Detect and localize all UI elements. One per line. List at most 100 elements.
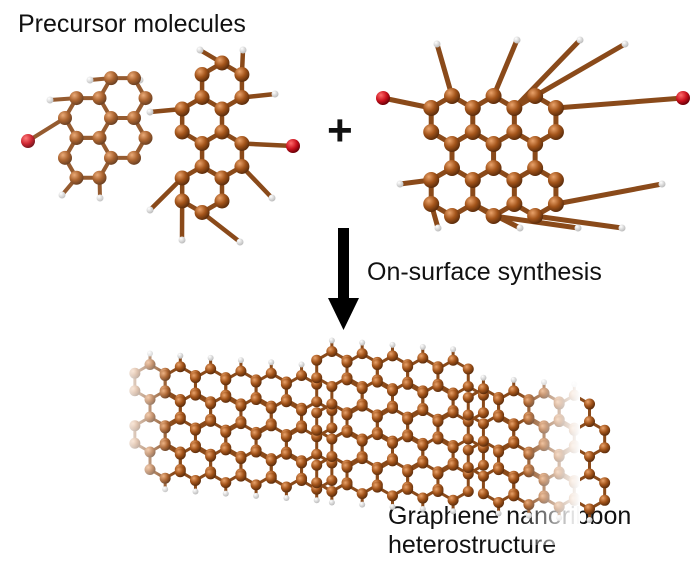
carbon-atom xyxy=(265,420,277,432)
carbon-atom xyxy=(127,150,141,165)
carbon-atom xyxy=(194,67,210,82)
carbon-atom xyxy=(477,435,489,447)
carbon-atom xyxy=(477,418,489,430)
hydrogen-atom xyxy=(586,517,593,524)
carbon-atom xyxy=(485,136,502,152)
carbon-atom xyxy=(311,424,323,436)
carbon-atom xyxy=(311,407,323,419)
hydrogen-atom xyxy=(146,108,154,116)
carbon-atom xyxy=(423,100,440,116)
bromine-atom xyxy=(376,91,390,105)
hydrogen-atom xyxy=(268,194,276,202)
carbon-atom xyxy=(547,124,564,140)
carbon-atom xyxy=(341,479,353,491)
carbon-atom xyxy=(265,472,277,484)
carbon-atom xyxy=(527,208,544,224)
carbon-atom xyxy=(432,381,444,392)
carbon-atom xyxy=(464,100,481,116)
hydrogen-atom xyxy=(58,191,66,199)
carbon-atom xyxy=(341,374,353,386)
carbon-atom xyxy=(189,474,201,486)
carbon-atom xyxy=(527,160,544,176)
carbon-atom xyxy=(584,416,596,428)
carbon-atom xyxy=(214,124,230,140)
carbon-atom xyxy=(462,444,474,456)
carbon-atom xyxy=(104,71,118,86)
hydrogen-atom xyxy=(192,488,199,495)
hydrogen-atom xyxy=(268,359,275,366)
carbon-atom xyxy=(235,365,247,377)
carbon-atom xyxy=(371,464,383,476)
carbon-atom xyxy=(311,459,323,471)
carbon-atom xyxy=(296,405,308,416)
carbon-atom xyxy=(386,402,398,414)
carbon-atom xyxy=(174,396,186,408)
carbon-atom xyxy=(447,494,459,506)
carbon-atom xyxy=(477,407,489,419)
carbon-atom xyxy=(356,400,368,412)
carbon-atom xyxy=(599,442,611,454)
carbon-atom xyxy=(127,71,141,86)
carbon-atom xyxy=(250,376,262,388)
bond xyxy=(239,141,296,149)
bromine-atom xyxy=(676,91,690,105)
bond xyxy=(532,213,625,231)
carbon-atom xyxy=(174,413,186,425)
carbon-atom xyxy=(265,367,277,379)
hydrogen-atom xyxy=(658,180,666,188)
hydrogen-atom xyxy=(239,46,247,54)
hydrogen-atom xyxy=(513,36,521,44)
bond xyxy=(491,37,520,99)
carbon-atom xyxy=(447,459,459,471)
ribbon-fade-right xyxy=(520,340,580,545)
carbon-atom xyxy=(58,111,72,125)
carbon-atom xyxy=(371,376,383,388)
hydrogen-atom xyxy=(86,76,94,84)
hydrogen-atom xyxy=(196,46,204,54)
carbon-atom xyxy=(447,407,459,419)
carbon-atom xyxy=(547,172,564,188)
carbon-atom xyxy=(464,196,481,212)
hydrogen-atom xyxy=(177,352,184,359)
carbon-atom xyxy=(138,91,153,106)
carbon-atom xyxy=(214,55,230,71)
carbon-atom xyxy=(69,170,84,185)
carbon-atom xyxy=(280,396,292,408)
carbon-atom xyxy=(174,448,186,460)
hydrogen-atom xyxy=(328,337,335,344)
carbon-atom xyxy=(189,424,201,436)
carbon-atom xyxy=(462,409,474,421)
hydrogen-atom xyxy=(178,236,186,244)
hydrogen-atom xyxy=(516,224,524,232)
carbon-atom xyxy=(464,172,481,188)
hydrogen-atom xyxy=(510,376,517,383)
carbon-atom xyxy=(447,354,459,366)
carbon-atom xyxy=(280,378,292,390)
carbon-atom xyxy=(402,361,414,373)
carbon-atom xyxy=(235,470,247,482)
carbon-atom xyxy=(326,485,338,497)
carbon-atom xyxy=(371,411,383,423)
carbon-atom xyxy=(417,457,429,469)
hydrogen-atom xyxy=(396,180,404,188)
carbon-atom xyxy=(280,431,292,443)
carbon-atom xyxy=(371,429,383,441)
carbon-atom xyxy=(432,486,444,497)
carbon-atom xyxy=(432,468,444,480)
carbon-atom xyxy=(584,398,596,410)
hydrogen-atom xyxy=(574,224,582,232)
carbon-atom xyxy=(447,389,459,401)
precursor-molecule-left xyxy=(21,46,300,246)
carbon-atom xyxy=(326,422,338,434)
carbon-atom xyxy=(92,91,107,106)
hydrogen-atom xyxy=(222,490,229,497)
hydrogen-atom xyxy=(359,501,366,508)
carbon-atom xyxy=(174,466,186,478)
carbon-atom xyxy=(214,170,230,186)
carbon-atom xyxy=(127,111,141,125)
hydrogen-atom xyxy=(389,341,396,348)
carbon-atom xyxy=(432,363,444,375)
carbon-atom xyxy=(296,370,308,381)
carbon-atom xyxy=(280,481,292,493)
